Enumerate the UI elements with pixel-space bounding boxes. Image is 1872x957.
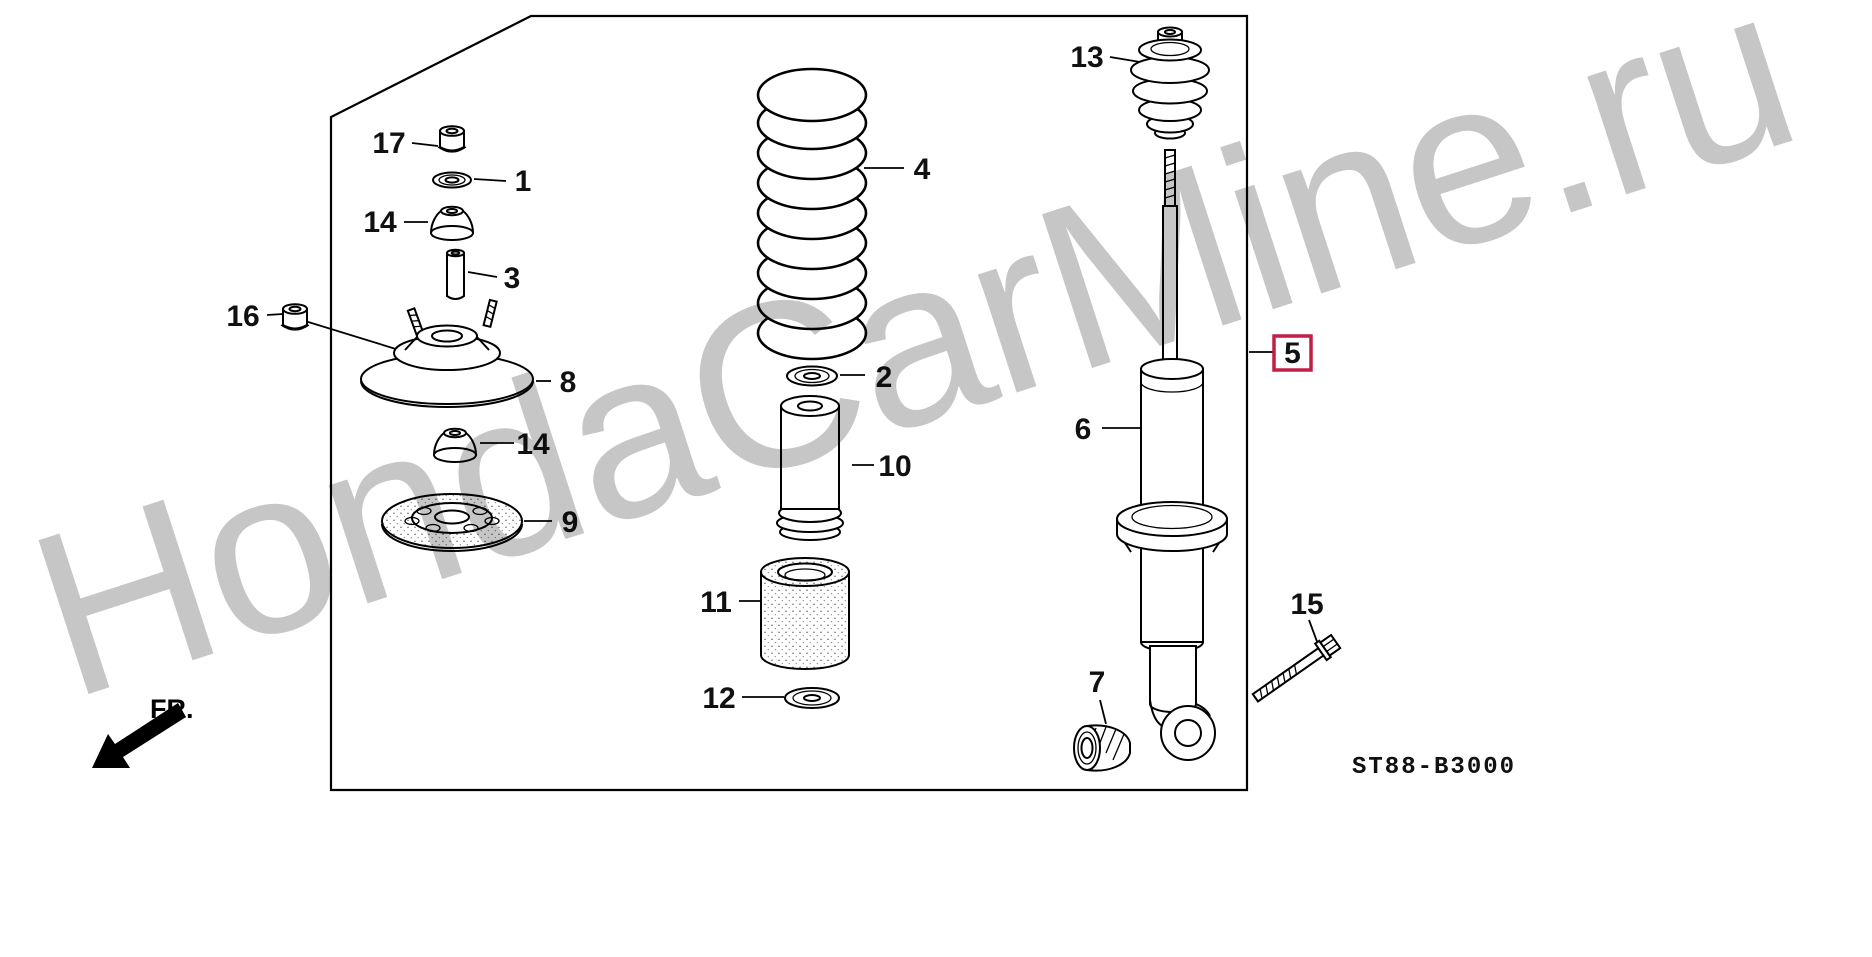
part-10-dust-cover-drawing (776, 395, 844, 541)
part-17-nut-drawing (437, 125, 467, 153)
part-label-17[interactable]: 17 (372, 127, 405, 160)
part-14-lower-rubber-drawing (432, 427, 478, 463)
front-label: FR. (150, 694, 194, 724)
part-11-sleeve-drawing (760, 557, 850, 670)
part-label-2[interactable]: 2 (876, 361, 893, 394)
leader-lines (266, 56, 1320, 725)
part-2-washer-drawing (786, 365, 838, 387)
part-label-16[interactable]: 16 (226, 300, 259, 333)
part-16-nut-drawing (280, 303, 310, 331)
front-arrow-icon (92, 703, 186, 768)
part-label-6[interactable]: 6 (1075, 413, 1092, 446)
part-label-5[interactable]: 5 (1284, 337, 1301, 370)
part-9-cushion-drawing (381, 493, 523, 552)
part-label-11[interactable]: 11 (700, 586, 732, 619)
part-label-9[interactable]: 9 (562, 506, 579, 539)
part-label-15[interactable]: 15 (1290, 588, 1323, 621)
part-15-bolt-drawing (1251, 633, 1342, 703)
part-12-washer-drawing (784, 687, 840, 709)
front-direction-indicator: FR. (92, 694, 194, 768)
part-4-coil-spring-drawing (756, 67, 868, 361)
part-label-10[interactable]: 10 (878, 450, 911, 483)
part-label-12[interactable]: 12 (702, 682, 735, 715)
part-label-4[interactable]: 4 (914, 153, 931, 186)
diagram-code: ST88-B3000 (1352, 754, 1516, 781)
part-3-collar-drawing (446, 248, 465, 300)
part-label-5-highlighted[interactable]: 5 (1272, 334, 1313, 372)
part-label-3[interactable]: 3 (504, 262, 521, 295)
part-14-upper-rubber-drawing (429, 205, 475, 241)
part-label-13[interactable]: 13 (1070, 41, 1103, 74)
part-label-14-upper[interactable]: 14 (363, 206, 397, 239)
part-label-1[interactable]: 1 (515, 165, 532, 198)
part-1-washer-drawing (432, 171, 472, 189)
part-label-7[interactable]: 7 (1089, 666, 1106, 699)
part-6-shock-absorber-drawing (1116, 149, 1228, 761)
part-label-8[interactable]: 8 (560, 366, 577, 399)
highlight-box (1272, 334, 1313, 372)
part-label-14-lower[interactable]: 14 (516, 428, 550, 461)
part-8-mount-base-drawing (360, 298, 534, 408)
frame-border (329, 14, 1249, 792)
part-13-bump-stop-drawing (1130, 26, 1210, 140)
part-7-bushing-drawing (1073, 724, 1131, 772)
